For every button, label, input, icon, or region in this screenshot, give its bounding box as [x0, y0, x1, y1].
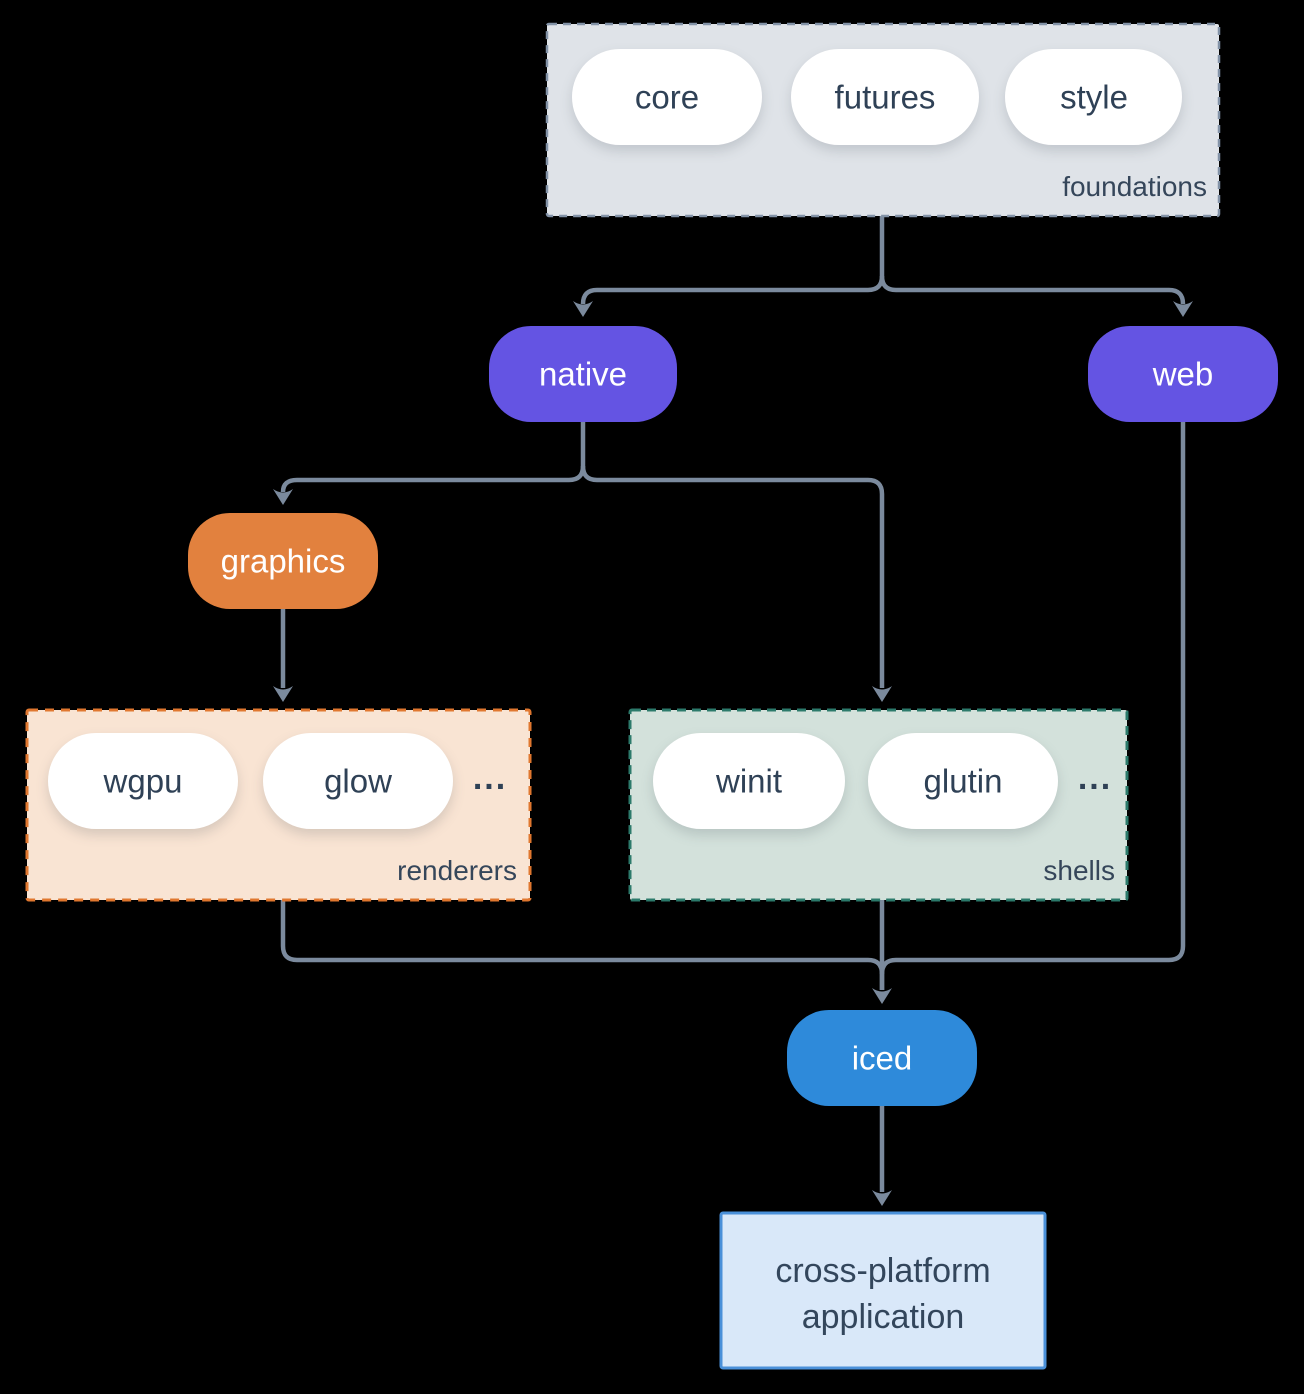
pill-futures: [791, 49, 979, 145]
application-node: cross-platform application: [719, 1211, 1047, 1370]
pill-winit: [653, 733, 845, 829]
pill-glutin-label: glutin: [924, 763, 1003, 800]
node-iced-label: iced: [852, 1040, 913, 1077]
pill-glow: [263, 733, 453, 829]
pill-wgpu: [48, 733, 238, 829]
renderers-group-label: renderers: [397, 855, 517, 886]
arrowhead-iced: [872, 988, 892, 1004]
pill-wgpu-label: wgpu: [103, 763, 183, 800]
connectors: [273, 214, 1193, 1206]
pill-glutin: [868, 733, 1058, 829]
native-node: native: [489, 326, 677, 422]
connector-native-to-shells: [580, 465, 885, 688]
node-native-label: native: [539, 356, 627, 393]
shells-group-label: shells: [1043, 855, 1115, 886]
arrowhead-shells-box: [872, 686, 892, 702]
foundations-group: core futures style foundations: [545, 22, 1221, 218]
iced-node: iced: [787, 1010, 977, 1106]
pill-futures-label: futures: [835, 79, 936, 116]
node-web: [1088, 326, 1278, 422]
shells-ellipsis: ...: [1078, 759, 1112, 797]
shells-group: winit glutin ... shells: [628, 708, 1129, 902]
renderers-group: wgpu glow ... renderers: [25, 708, 532, 902]
pill-core-label: core: [635, 79, 699, 116]
connector-foundations-to-web: [879, 275, 1186, 305]
pill-glow-label: glow: [324, 763, 392, 800]
pill-style: [1005, 49, 1182, 145]
node-native: [489, 326, 677, 422]
arrowhead-renderers-box: [273, 686, 293, 702]
pill-winit-label: winit: [715, 763, 782, 800]
renderers-ellipsis: ...: [473, 759, 507, 797]
connector-foundations-to-native: [580, 214, 885, 305]
node-iced: [787, 1010, 977, 1106]
connector-renderers-to-iced: [280, 900, 885, 990]
node-web-label: web: [1152, 356, 1214, 393]
application-box: [719, 1211, 1047, 1370]
pill-style-label: style: [1060, 79, 1128, 116]
node-graphics: [188, 513, 378, 609]
web-node: web: [1088, 326, 1278, 422]
application-label-line2: application: [802, 1298, 965, 1336]
graphics-node: graphics: [188, 513, 378, 609]
arrowhead-application: [872, 1190, 892, 1206]
node-graphics-label: graphics: [221, 543, 346, 580]
connector-native-to-graphics: [280, 422, 586, 493]
pill-core: [572, 49, 762, 145]
foundations-group-label: foundations: [1062, 171, 1207, 202]
application-label-line1: cross-platform: [775, 1252, 990, 1290]
